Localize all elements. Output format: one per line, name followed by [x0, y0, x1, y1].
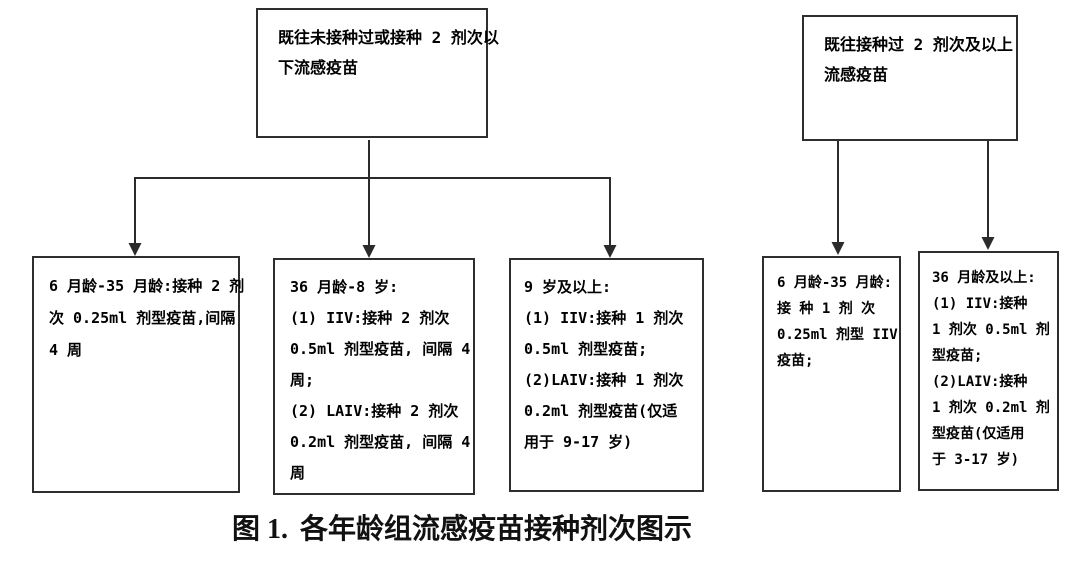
text-line: 周: [290, 464, 306, 482]
text-line: 36 月龄及以上:: [932, 270, 1036, 286]
text-line: 0.5ml 剂型疫苗;: [524, 340, 648, 358]
text-line: 1 剂次 0.5ml 剂: [932, 322, 1050, 338]
text-line: 36 月龄-8 岁:: [290, 278, 399, 296]
arrowhead-to-6-35m-2doses: [128, 243, 142, 256]
text-line: 型疫苗;: [932, 348, 983, 364]
text-line: 流感疫苗: [824, 65, 889, 84]
node-9-years-and-over: 9 岁及以上: (1) IIV:接种 1 剂次 0.5ml 剂型疫苗; (2)L…: [509, 258, 704, 492]
text-line: 既往接种过 2 剂次及以上: [824, 35, 1013, 54]
figure-caption: 图 1. 各年龄组流感疫苗接种剂次图示: [232, 507, 692, 547]
text-line: 0.2ml 剂型疫苗, 间隔 4: [290, 433, 471, 451]
text-line: (2) LAIV:接种 2 剂次: [290, 402, 459, 420]
text-line: (1) IIV:接种: [932, 296, 1028, 312]
text-line: 0.2ml 剂型疫苗(仅适: [524, 402, 678, 420]
figure-caption-title: 各年龄组流感疫苗接种剂次图示: [300, 514, 693, 545]
text-line: 型疫苗(仅适用: [932, 426, 1025, 442]
node-6-35-months-2-doses: 6 月龄-35 月龄:接种 2 剂 次 0.25ml 剂型疫苗,间隔 4 周: [32, 256, 245, 493]
arrowhead-to-6-35m-1dose: [831, 242, 845, 255]
node-36-months-to-8-years: 36 月龄-8 岁: (1) IIV:接种 2 剂次 0.5ml 剂型疫苗, 间…: [273, 258, 475, 495]
text-line: 0.25ml 剂型 IIV: [777, 327, 898, 343]
text-line: (2)LAIV:接种: [932, 374, 1028, 390]
arrowhead-to-36m-plus: [981, 237, 995, 250]
node-no-prior-or-under-2-doses: 既往未接种过或接种 2 剂次以 下流感疫苗: [256, 8, 499, 138]
text-line: (2)LAIV:接种 1 剂次: [524, 371, 684, 389]
text-line: 6 月龄-35 月龄:接种 2 剂: [49, 277, 245, 295]
text-line: 用于 9-17 岁): [524, 433, 633, 451]
figure-caption-label: 图 1.: [232, 514, 289, 545]
text-line: 1 剂次 0.2ml 剂: [932, 400, 1050, 416]
arrowhead-to-36m-8y: [362, 245, 376, 258]
text-line: 次 0.25ml 剂型疫苗,间隔: [49, 309, 236, 327]
text-line: (1) IIV:接种 2 剂次: [290, 309, 450, 327]
text-line: 下流感疫苗: [278, 58, 359, 77]
text-line: 6 月龄-35 月龄:: [777, 275, 893, 291]
text-line: 既往未接种过或接种 2 剂次以: [278, 28, 499, 47]
arrowhead-to-9y-plus: [603, 245, 617, 258]
text-line: 9 岁及以上:: [524, 278, 612, 296]
text-line: 接 种 1 剂 次: [777, 301, 876, 317]
text-line: 4 周: [49, 341, 83, 359]
text-line: 周;: [290, 371, 315, 389]
text-line: 0.5ml 剂型疫苗, 间隔 4: [290, 340, 471, 358]
node-prior-2-or-more-doses: 既往接种过 2 剂次及以上 流感疫苗: [802, 15, 1018, 141]
text-line: 疫苗;: [777, 353, 814, 369]
node-36-months-and-over: 36 月龄及以上: (1) IIV:接种 1 剂次 0.5ml 剂 型疫苗; (…: [918, 251, 1059, 491]
text-line: (1) IIV:接种 1 剂次: [524, 309, 684, 327]
text-line: 于 3-17 岁): [932, 452, 1020, 468]
node-6-35-months-1-dose: 6 月龄-35 月龄: 接 种 1 剂 次 0.25ml 剂型 IIV 疫苗;: [762, 256, 901, 492]
